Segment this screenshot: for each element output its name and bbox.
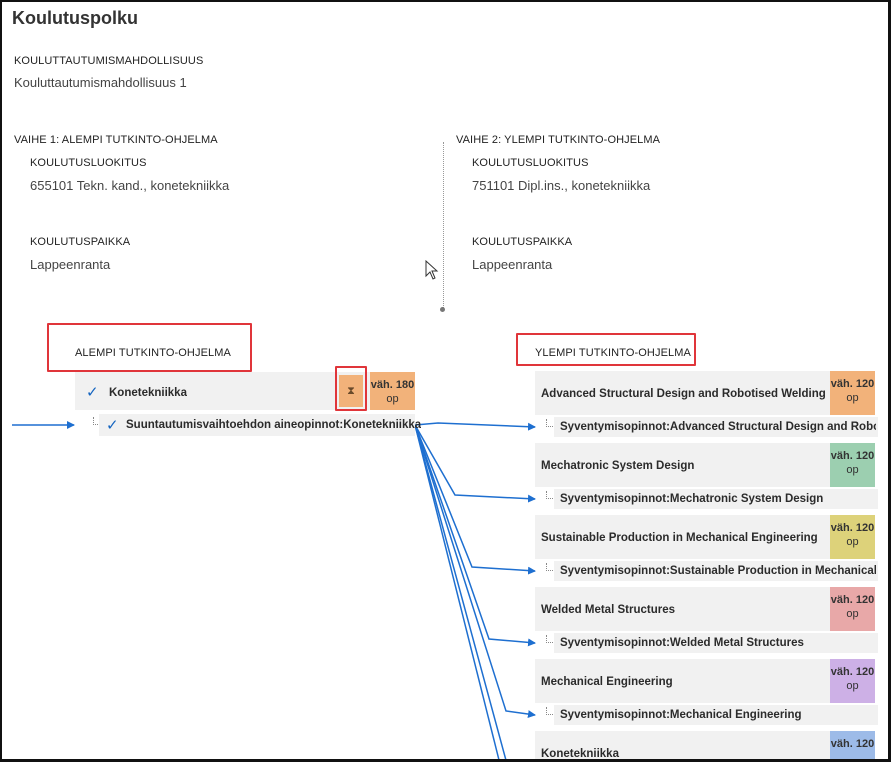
upper-credits-min: väh. 120	[830, 522, 875, 534]
upper-credits-min: väh. 120	[830, 666, 875, 678]
phase-divider-dot	[440, 307, 445, 312]
connector-arrow	[414, 422, 536, 431]
upper-program-name[interactable]: Advanced Structural Design and Robotised…	[541, 388, 826, 400]
hourglass-highlight	[335, 366, 367, 411]
upper-credits-min: väh. 120	[830, 738, 875, 750]
phase2-place-value: Lappeenranta	[472, 257, 553, 272]
upper-sub-name[interactable]: Syventymisopinnot:Sustainable Production…	[560, 565, 876, 577]
lower-sub-row[interactable]	[99, 414, 415, 436]
upper-program-row[interactable]	[535, 731, 830, 759]
tree-connector	[93, 417, 100, 425]
upper-credits-unit: op	[846, 680, 859, 692]
upper-credits-min: väh. 120	[830, 450, 875, 462]
upper-credits-badge: väh. 120 op	[830, 659, 875, 703]
upper-sub-row[interactable]	[554, 417, 878, 437]
check-icon: ✓	[106, 417, 119, 434]
upper-sub-name[interactable]: Syventymisopinnot:Mechanical Engineering	[560, 709, 802, 721]
tree-connector	[546, 563, 553, 571]
connector-arrow	[414, 424, 507, 759]
upper-credits-badge: väh. 120	[830, 731, 875, 759]
tree-connector	[546, 419, 553, 427]
upper-sub-row[interactable]	[554, 705, 878, 725]
upper-sub-name[interactable]: Syventymisopinnot:Welded Metal Structure…	[560, 637, 804, 649]
upper-sub-row[interactable]	[554, 633, 878, 653]
upper-credits-min: väh. 120	[830, 378, 875, 390]
upper-sub-row[interactable]	[554, 561, 878, 581]
upper-heading-highlight	[516, 333, 696, 366]
connector-arrow	[414, 424, 536, 647]
phase1-place-label: KOULUTUSPAIKKA	[30, 236, 131, 248]
upper-program-name[interactable]: Sustainable Production in Mechanical Eng…	[541, 532, 818, 544]
lower-program-name[interactable]: Konetekniikka	[109, 387, 187, 399]
phase2-place-label: KOULUTUSPAIKKA	[472, 236, 573, 248]
tree-connector	[546, 491, 553, 499]
phase2-title: VAIHE 2: YLEMPI TUTKINTO-OHJELMA	[456, 134, 661, 146]
upper-program-name[interactable]: Mechanical Engineering	[541, 676, 673, 688]
upper-credits-min: väh. 120	[830, 594, 875, 606]
page-title: Koulutuspolku	[12, 8, 138, 28]
upper-sub-name[interactable]: Syventymisopinnot:Mechatronic System Des…	[560, 493, 824, 505]
upper-credits-unit: op	[846, 536, 859, 548]
connector-arrow	[414, 424, 536, 719]
tree-connector	[546, 635, 553, 643]
phase-divider	[443, 142, 444, 310]
upper-credits-badge: väh. 120 op	[830, 371, 875, 415]
upper-program-row[interactable]	[535, 371, 830, 415]
upper-sub-row[interactable]	[554, 489, 878, 509]
upper-program-row[interactable]	[535, 587, 830, 631]
lower-sub-name[interactable]: Suuntautumisvaihtoehdon aineopinnot:Kone…	[126, 419, 422, 431]
upper-program-heading: YLEMPI TUTKINTO-OHJELMA	[535, 347, 691, 359]
upper-program-name[interactable]: Mechatronic System Design	[541, 460, 695, 472]
phase1-title: VAIHE 1: ALEMPI TUTKINTO-OHJELMA	[14, 134, 218, 146]
lower-credits-unit: op	[386, 393, 399, 405]
upper-credits-unit: op	[846, 608, 859, 620]
lower-heading-highlight	[47, 323, 252, 372]
upper-program-row[interactable]	[535, 443, 830, 487]
mouse-cursor-icon	[425, 260, 439, 280]
phase2-class-value: 751101 Dipl.ins., konetekniikka	[472, 178, 651, 193]
phase1-place-value: Lappeenranta	[30, 257, 111, 272]
phase1-class-label: KOULUTUSLUOKITUS	[30, 157, 147, 169]
upper-credits-unit: op	[846, 464, 859, 476]
upper-program-name[interactable]: Konetekniikka	[541, 748, 619, 760]
upper-program-name[interactable]: Welded Metal Structures	[541, 604, 675, 616]
upper-credits-badge: väh. 120 op	[830, 443, 875, 487]
lower-program-heading: ALEMPI TUTKINTO-OHJELMA	[75, 347, 231, 359]
tree-connector	[546, 707, 553, 715]
phase1-class-value: 655101 Tekn. kand., konetekniikka	[30, 178, 230, 193]
upper-credits-badge: väh. 120 op	[830, 587, 875, 631]
opportunity-value: Kouluttautumismahdollisuus 1	[14, 75, 187, 90]
lower-credits-badge: väh. 180 op	[370, 372, 415, 410]
upper-credits-badge: väh. 120 op	[830, 515, 875, 559]
upper-program-row[interactable]	[535, 659, 830, 703]
connector-arrow	[414, 424, 536, 575]
phase2-class-label: KOULUTUSLUOKITUS	[472, 157, 589, 169]
opportunity-label: KOULUTTAUTUMISMAHDOLLISUUS	[14, 55, 204, 67]
upper-program-row[interactable]	[535, 515, 830, 559]
lower-credits-min: väh. 180	[370, 379, 415, 391]
connector-arrow	[414, 424, 500, 759]
check-icon: ✓	[86, 384, 99, 401]
connector-arrow	[414, 424, 536, 503]
upper-sub-name[interactable]: Syventymisopinnot:Advanced Structural De…	[560, 421, 876, 433]
hourglass-icon[interactable]: ⧗	[339, 375, 363, 407]
upper-credits-unit: op	[846, 392, 859, 404]
